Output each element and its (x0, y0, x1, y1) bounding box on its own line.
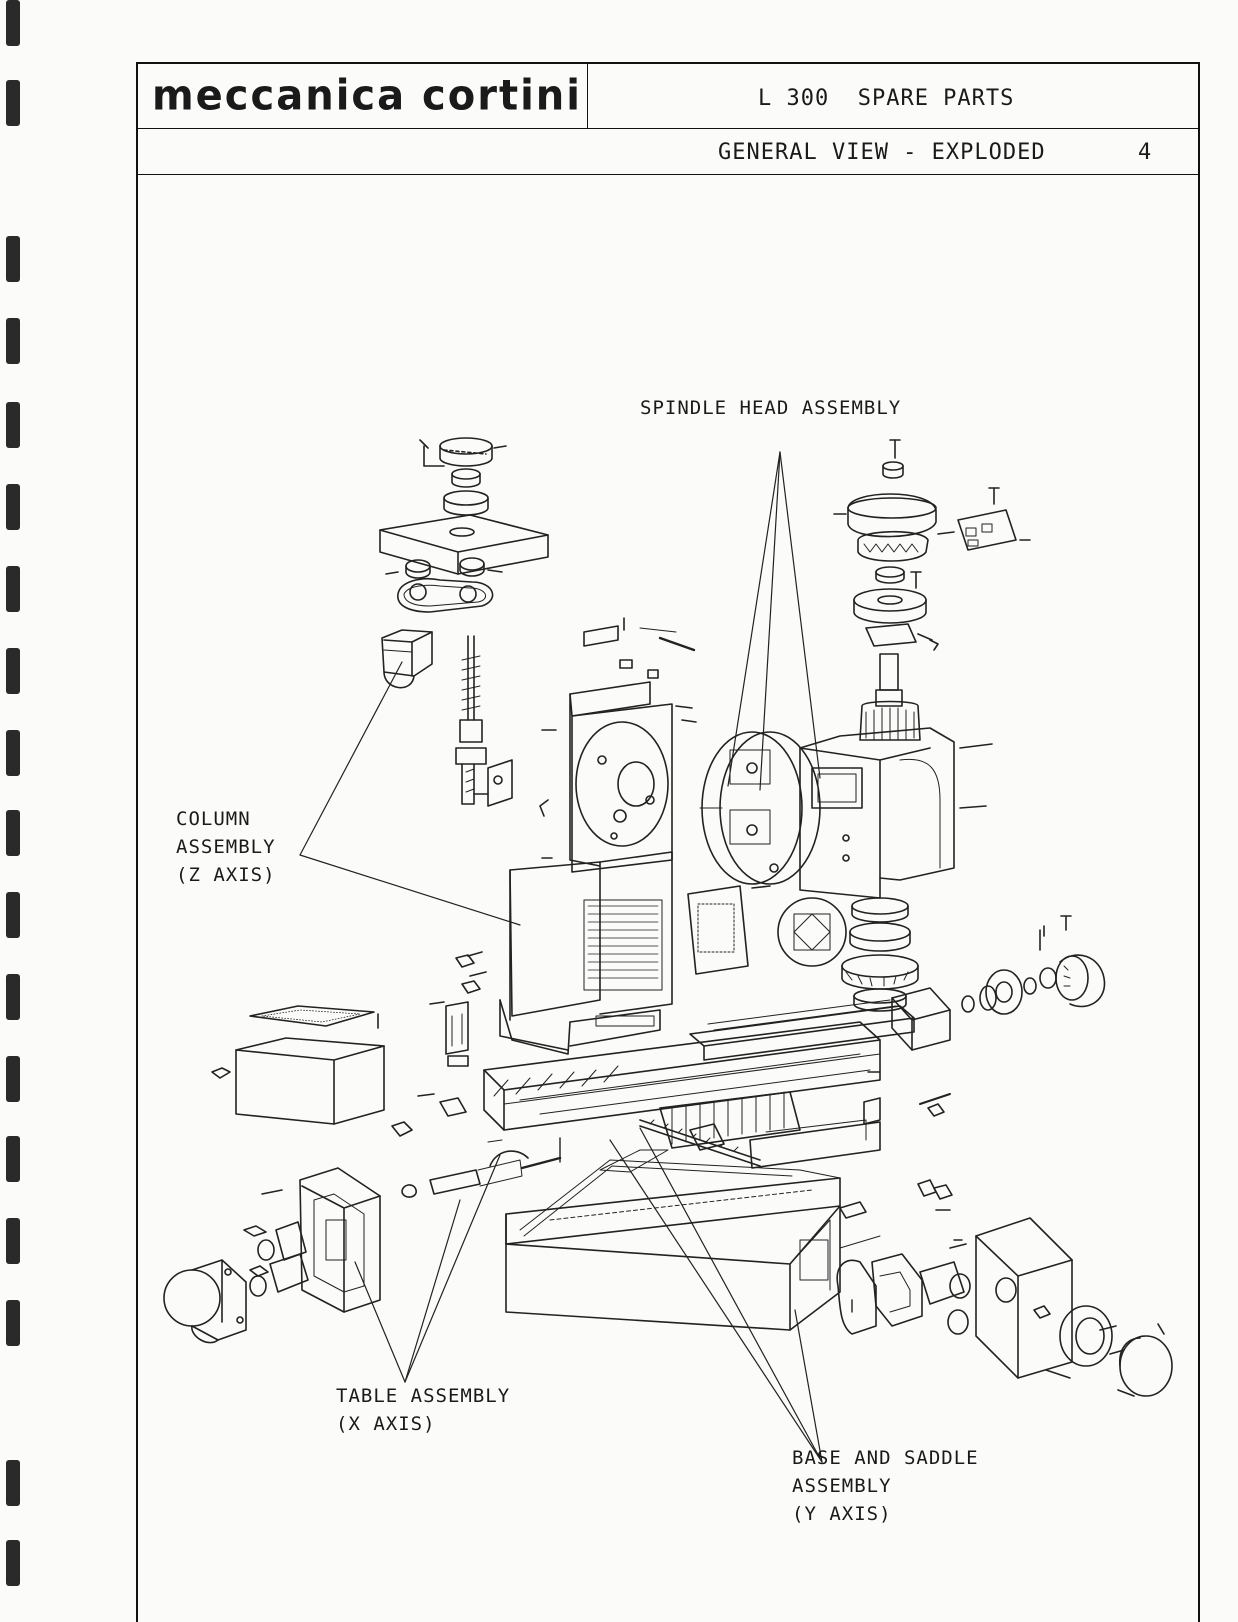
brand-logo: meccanica cortini (138, 64, 588, 128)
spindle-top-group (833, 439, 1031, 741)
base-and-saddle-assembly (505, 1119, 1173, 1397)
spare-parts-sheet: meccanica cortini L 300 SPARE PARTS GENE… (136, 62, 1200, 1622)
callout-column: COLUMN ASSEMBLY (Z AXIS) (176, 805, 276, 889)
callout-spindle-head-label: SPINDLE HEAD ASSEMBLY (640, 397, 902, 419)
callout-base-saddle-line3: (Y AXIS) (792, 1503, 892, 1525)
leader-lines (299, 451, 823, 1463)
document-title: L 300 SPARE PARTS (758, 86, 1015, 111)
title-block-bottom: GENERAL VIEW - EXPLODED 4 (138, 128, 1198, 175)
x-axis-right-drive (863, 915, 1106, 1200)
view-title: GENERAL VIEW - EXPLODED (718, 140, 1046, 165)
callout-column-line2: ASSEMBLY (176, 836, 276, 858)
callout-table-line2: (X AXIS) (336, 1413, 436, 1435)
brand-logo-text: meccanica cortini (152, 71, 582, 121)
title-block-top: meccanica cortini L 300 SPARE PARTS (138, 64, 1198, 129)
callout-base-saddle-line1: BASE AND SADDLE (792, 1447, 979, 1469)
fasteners (559, 1071, 963, 1313)
binding-holes (0, 0, 60, 1613)
callout-table-line1: TABLE ASSEMBLY (336, 1385, 511, 1407)
callout-column-line1: COLUMN (176, 808, 251, 830)
callout-column-line3: (Z AXIS) (176, 864, 276, 886)
callout-base-saddle-line2: ASSEMBLY (792, 1475, 892, 1497)
callout-spindle-head: SPINDLE HEAD ASSEMBLY (640, 394, 901, 422)
spindle-head-housing (699, 727, 993, 899)
column-body (499, 617, 697, 1055)
table-assembly (163, 951, 915, 1344)
z-axis-drive-group (379, 437, 549, 807)
spindle-nose-group (687, 885, 919, 1012)
page-number: 4 (1138, 140, 1152, 165)
callout-base-saddle: BASE AND SADDLE ASSEMBLY (Y AXIS) (792, 1444, 979, 1528)
callout-table: TABLE ASSEMBLY (X AXIS) (336, 1382, 510, 1438)
